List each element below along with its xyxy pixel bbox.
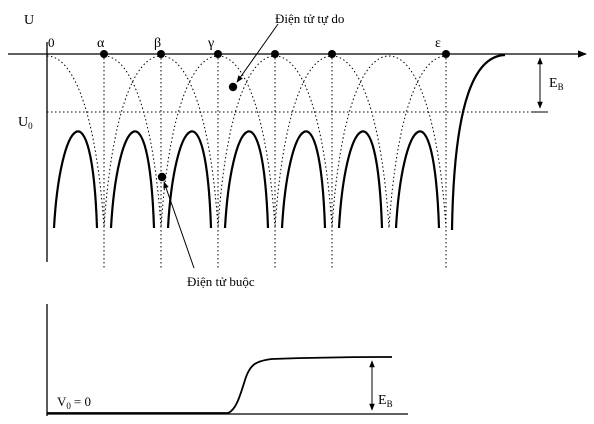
ion-potential-curve [46,55,162,229]
ion-site-dot [214,50,222,58]
ion-site-dot [100,50,108,58]
v0-value: = 0 [74,394,91,409]
potential-hump [166,130,213,229]
ion-site-dot [442,50,450,58]
ion-site-dot [328,50,336,58]
site-label-gamma: γ [207,36,214,51]
ion-sites [100,50,450,58]
single-ion-potentials [46,55,447,229]
eb-letter: E [549,76,558,91]
v0-subscript: 0 [66,401,71,411]
potential-hump [109,130,156,229]
free-electron-dot [228,82,238,92]
bottom-diagram: V0= 0 EB [46,304,408,416]
ion-potential-curve [274,55,390,229]
eb-label-bottom: EB [378,393,393,409]
free-electron-label: Điện tử tự do [275,11,344,26]
bound-electron-arrow [163,181,195,269]
bound-electron-label: Điện tử buộc [187,274,255,289]
potential-hump [394,130,441,229]
site-guides [103,54,447,268]
origin-label: 0 [48,35,55,50]
ion-potential-curve [160,55,276,229]
v0-letter: V [57,394,67,409]
u0-letter: U [18,115,28,130]
top-diagram: U 0 U0 α β γ ε EB Điện tử tự do Điện tử … [8,11,587,289]
bottom-eb-subscript: B [387,399,393,409]
ion-site-dot [271,50,279,58]
ion-potential-curve [217,55,333,229]
potential-hump [337,130,384,229]
potential-hump [52,130,99,229]
crystal-potential [52,53,506,231]
surface-step-curve [47,356,393,414]
bottom-eb-letter: E [378,393,387,408]
bound-electron-dot [157,172,167,182]
site-label-beta: β [154,36,161,51]
eb-subscript: B [558,82,564,92]
potential-hump [280,130,327,229]
eb-label-top: EB [549,76,564,92]
y-axis-label: U [24,13,34,28]
u0-subscript: 0 [28,121,33,131]
surface-barrier [450,53,506,231]
free-electron-arrow [236,23,279,83]
site-label-alpha: α [97,36,105,51]
potential-hump [223,130,270,229]
ion-site-dot [157,50,165,58]
u0-label: U0 [18,115,33,131]
v0-label: V0= 0 [57,394,91,411]
ion-potential-curve [388,55,447,229]
ion-potential-curve [103,55,219,229]
site-label-epsilon: ε [435,36,441,51]
ion-potential-curve [331,55,447,229]
